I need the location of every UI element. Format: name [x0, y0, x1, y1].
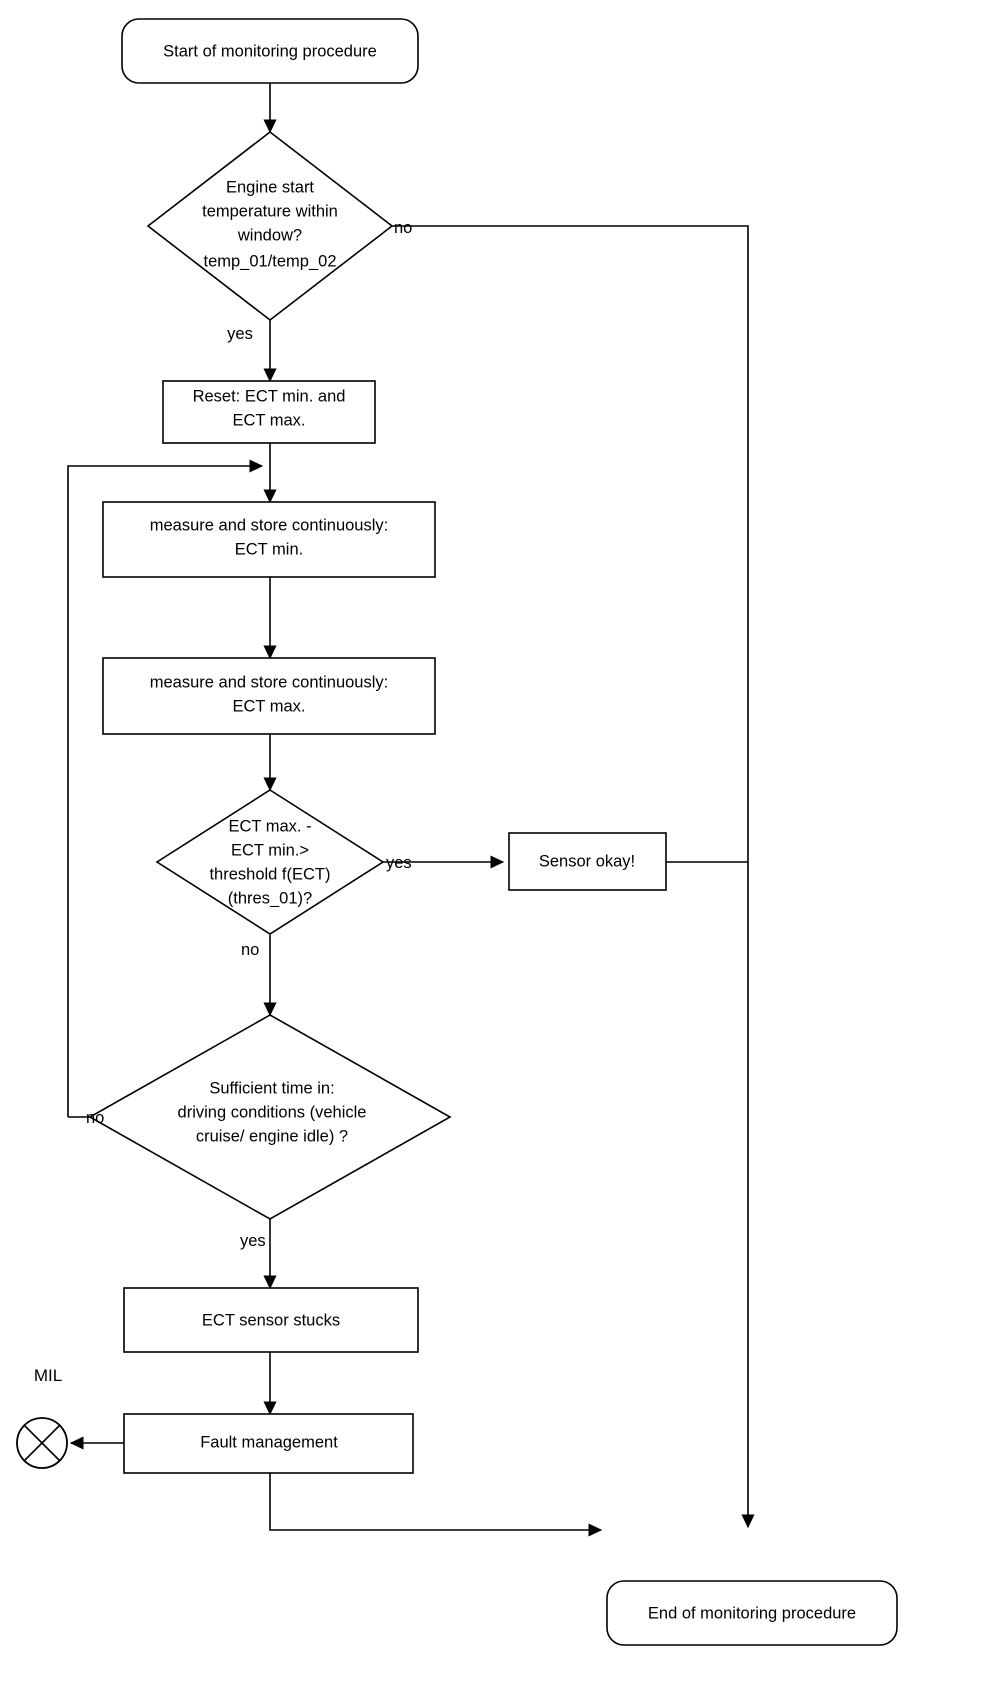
node-threshold-line2: ECT min.> [231, 841, 309, 859]
node-sufficient-time-line3: cruise/ engine idle) ? [196, 1127, 348, 1145]
edge-label-temp-window-yes: yes [227, 325, 253, 343]
edge-label-temp-window-no: no [394, 219, 412, 237]
node-measure-min[interactable]: measure and store continuously: ECT min. [102, 501, 436, 578]
edge-label-sufficient-time-no: no [86, 1109, 104, 1127]
node-measure-max-line1: measure and store continuously: [150, 673, 388, 691]
node-temp-window-decision[interactable]: Engine start temperature within window? … [146, 130, 394, 322]
node-threshold-line3: threshold f(ECT) [209, 865, 330, 883]
node-sensor-stucks-label: ECT sensor stucks [202, 1311, 340, 1329]
edge-label-sufficient-time-yes: yes [240, 1232, 266, 1250]
node-measure-max-line2: ECT max. [232, 697, 305, 715]
node-start[interactable]: Start of monitoring procedure [121, 18, 419, 84]
node-fault-management[interactable]: Fault management [123, 1413, 414, 1474]
node-sensor-stucks[interactable]: ECT sensor stucks [123, 1287, 419, 1353]
node-sensor-okay[interactable]: Sensor okay! [508, 832, 667, 891]
node-measure-min-line2: ECT min. [235, 540, 303, 558]
node-temp-window-line4: temp_01/temp_02 [203, 252, 336, 270]
node-sufficient-time-line2: driving conditions (vehicle [178, 1103, 367, 1121]
node-threshold-decision[interactable]: ECT max. - ECT min.> threshold f(ECT) (t… [155, 789, 385, 935]
node-reset[interactable]: Reset: ECT min. and ECT max. [162, 380, 376, 444]
node-temp-window-line2: temperature within [202, 202, 338, 220]
edge-label-threshold-no: no [241, 941, 259, 959]
node-end-label: End of monitoring procedure [648, 1604, 856, 1622]
node-reset-line1: Reset: ECT min. and [193, 387, 346, 405]
circle-cross-icon[interactable] [16, 1417, 68, 1469]
node-end[interactable]: End of monitoring procedure [606, 1580, 898, 1646]
node-threshold-line4: (thres_01)? [228, 889, 312, 907]
connector-loopback-to-measure-min [67, 459, 264, 1117]
node-measure-max[interactable]: measure and store continuously: ECT max. [102, 657, 436, 735]
node-fault-management-label: Fault management [200, 1433, 338, 1451]
edge-label-threshold-yes: yes [386, 854, 412, 872]
node-measure-min-line1: measure and store continuously: [150, 516, 388, 534]
node-start-label: Start of monitoring procedure [163, 42, 377, 60]
node-sufficient-time-decision[interactable]: Sufficient time in: driving conditions (… [88, 1014, 452, 1220]
mil-label: MIL [34, 1366, 62, 1385]
node-temp-window-line1: Engine start [226, 178, 314, 196]
connector-fault-management-to-end [269, 1473, 603, 1537]
node-sufficient-time-line1: Sufficient time in: [209, 1079, 334, 1097]
node-threshold-line1: ECT max. - [228, 817, 311, 835]
connector-temp-window-no-to-end [392, 225, 755, 1529]
node-temp-window-line3: window? [237, 226, 302, 244]
node-sensor-okay-label: Sensor okay! [539, 852, 635, 870]
node-reset-line2: ECT max. [232, 411, 305, 429]
